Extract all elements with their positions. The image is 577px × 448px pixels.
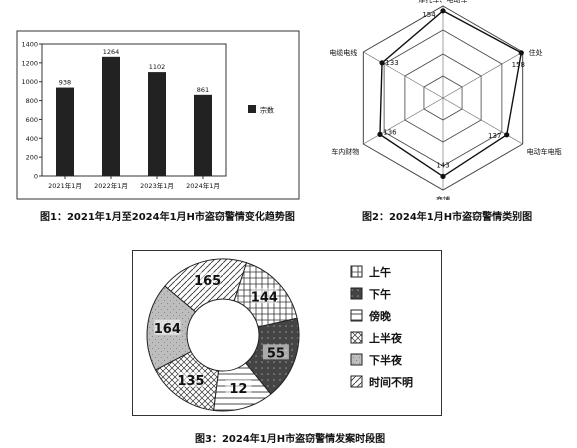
x-tick-label: 2024年1月 [186, 181, 220, 190]
radar-value-label: 137 [488, 132, 501, 140]
bar [194, 94, 212, 176]
radar-value-label: 154 [422, 11, 436, 19]
bar [102, 56, 120, 176]
bar-value-label: 861 [197, 86, 209, 94]
donut-value-label: 164 [154, 322, 181, 337]
radar-point [377, 131, 383, 137]
radar-axis-label: 电缆电线 [329, 48, 357, 57]
x-tick-label: 2022年1月 [94, 181, 128, 190]
donut-value-label: 135 [177, 374, 204, 389]
donut-value-label-bg [194, 272, 221, 288]
donut-value-label-bg [225, 379, 252, 395]
legend-swatch [350, 375, 363, 388]
bar-plot-area [41, 43, 227, 177]
donut-value-label: 144 [251, 290, 278, 305]
radar-axis-line [442, 51, 523, 99]
radar-value-label: 143 [436, 161, 449, 169]
legend-label: 时间不明 [369, 375, 413, 389]
donut-value-label-bg [154, 319, 181, 335]
y-tick-label: 800 [26, 97, 38, 105]
legend-label: 上午 [369, 265, 391, 279]
radar-axis-label: 车内财物 [331, 147, 359, 156]
legend-swatch [350, 287, 363, 300]
y-tick-label: 1000 [21, 78, 38, 86]
radar-axis-line [363, 51, 444, 99]
legend-label: 下半夜 [369, 353, 403, 367]
donut-value-label-bg [177, 371, 204, 387]
radar-chart-panel: 154 158 137 143 136 133 摩托车、电动车住处电动车电瓶商铺 车内财物 电缆… [325, 0, 577, 204]
bar-value-label: 1264 [103, 48, 120, 56]
bar [56, 87, 74, 176]
donut-chart-panel: 144 55 12 135 164 165 上午下午傍晚上半夜下半夜时间不明 [132, 250, 442, 416]
fig1-caption: 图1：2021年1月至2024年1月H市盗窃警情变化趋势图 [40, 212, 295, 223]
radar-value-label: 136 [383, 128, 397, 136]
bar-value-label: 938 [59, 79, 71, 87]
donut-value-label-bg [251, 288, 278, 304]
y-tick-label: 600 [26, 116, 38, 124]
radar-value-label: 158 [512, 61, 525, 69]
legend-label: 上半夜 [369, 331, 403, 345]
legend-swatch [350, 265, 363, 278]
donut-value-label-bg [262, 344, 289, 360]
legend-swatch [350, 309, 363, 322]
y-tick-label: 1200 [21, 59, 38, 67]
y-tick-label: 200 [26, 154, 38, 162]
radar-point [504, 132, 510, 138]
legend-swatch [350, 353, 363, 366]
y-tick-label: 400 [26, 135, 38, 143]
legend-label: 宗数 [260, 106, 274, 115]
radar-axis-label: 电动车电瓶 [527, 147, 562, 156]
x-tick-label: 2021年1月 [48, 181, 82, 190]
y-tick-label: 1400 [21, 41, 38, 49]
legend-label: 傍晚 [369, 309, 391, 323]
radar-axis-label: 商铺 [436, 195, 450, 200]
radar-axis-line [363, 97, 444, 145]
x-tick-label: 2023年1月 [140, 181, 174, 190]
fig2-caption: 图2：2024年1月H市盗窃警情类别图 [362, 212, 533, 223]
donut-value-label: 55 [267, 346, 285, 361]
radar-point [440, 173, 446, 179]
fig3-caption: 图3：2024年1月H市盗窃警情发案时段图 [195, 434, 386, 445]
radar-value-label: 133 [385, 59, 398, 67]
y-tick-label: 0 [34, 173, 38, 181]
radar-axis-label: 摩托车、电动车 [419, 0, 468, 4]
bar-chart: 0 200 400 600 800 1000 1200 1400 938 2021年1月 1264 2… [16, 30, 300, 200]
legend-label: 下午 [369, 287, 391, 301]
bar-value-label: 1102 [149, 63, 166, 71]
radar-axis-label: 住处 [529, 48, 543, 57]
donut-value-label: 12 [229, 382, 247, 397]
legend-swatch [350, 331, 363, 344]
bar [148, 72, 166, 176]
radar-point [440, 8, 446, 14]
radar-point [518, 50, 524, 56]
legend-swatch [248, 105, 256, 113]
radar-point [379, 60, 385, 66]
radar-axis-line [442, 97, 523, 145]
donut-value-label: 165 [194, 274, 221, 289]
bar-chart-panel: 0 200 400 600 800 1000 1200 1400 938 2021年1月 1264 2… [16, 30, 300, 200]
